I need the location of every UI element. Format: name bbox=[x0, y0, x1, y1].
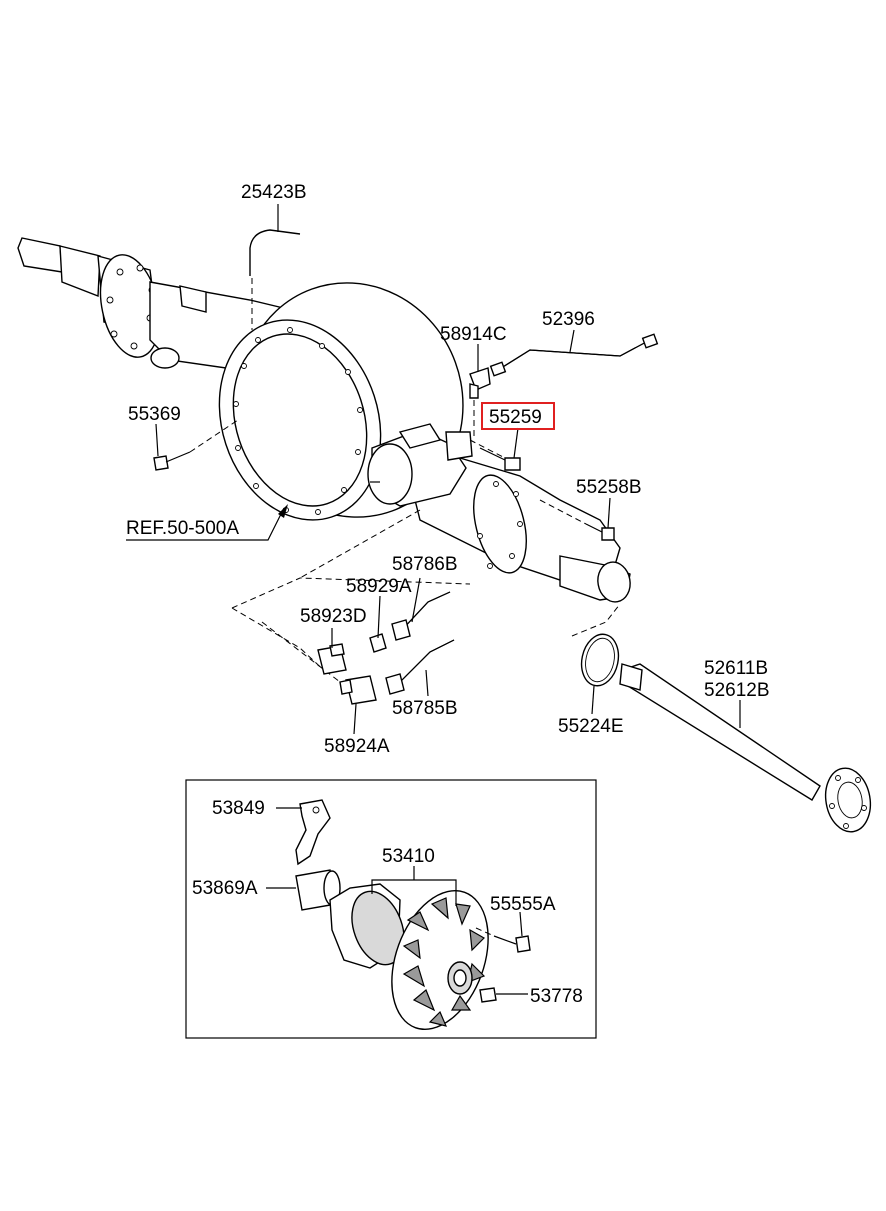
label-52396[interactable]: 52396 bbox=[542, 309, 595, 330]
label-52612b[interactable]: 52612B bbox=[704, 680, 770, 701]
elbow-58923d bbox=[317, 643, 347, 675]
label-58924a[interactable]: 58924A bbox=[324, 736, 390, 757]
differential-assembly bbox=[329, 883, 489, 1031]
elbow-58924a bbox=[339, 675, 377, 705]
label-55555a[interactable]: 55555A bbox=[490, 894, 556, 915]
callout-labels: 25423B 58914C 52396 55259 55369 55258B R… bbox=[126, 182, 770, 1007]
bolt-55259 bbox=[469, 439, 521, 471]
bolt-55258b bbox=[539, 499, 615, 541]
inset-frame bbox=[185, 779, 597, 1039]
locker-actuator bbox=[367, 423, 473, 507]
right-flange-bolt-holes bbox=[477, 481, 523, 569]
label-58786b[interactable]: 58786B bbox=[392, 554, 458, 575]
label-53869a[interactable]: 53869A bbox=[192, 878, 258, 899]
label-55258b[interactable]: 55258B bbox=[576, 477, 642, 498]
label-ref-50-500a[interactable]: REF.50-500A bbox=[126, 518, 239, 539]
axle-shaft bbox=[619, 663, 872, 833]
label-55224e[interactable]: 55224E bbox=[558, 716, 624, 737]
leader-lines bbox=[126, 204, 741, 995]
label-53410[interactable]: 53410 bbox=[382, 846, 435, 867]
vent-hose bbox=[249, 229, 301, 330]
vacuum-tube bbox=[489, 333, 659, 377]
elbow-fitting bbox=[469, 367, 491, 440]
shift-fork bbox=[295, 799, 331, 866]
ring-gear-teeth bbox=[402, 897, 486, 1027]
seal-ring bbox=[571, 603, 621, 687]
label-55369[interactable]: 55369 bbox=[128, 404, 181, 425]
bolt-55369 bbox=[153, 419, 239, 471]
plug-53778 bbox=[479, 987, 497, 1003]
label-53849[interactable]: 53849 bbox=[212, 798, 265, 819]
label-25423b[interactable]: 25423B bbox=[241, 182, 307, 203]
label-53778[interactable]: 53778 bbox=[530, 986, 583, 1007]
label-58923d[interactable]: 58923D bbox=[300, 606, 367, 627]
hose-58786b bbox=[391, 591, 451, 641]
bolt-55555a bbox=[475, 927, 531, 953]
label-58929a[interactable]: 58929A bbox=[346, 576, 412, 597]
hose-58785b bbox=[385, 639, 455, 695]
label-55259[interactable]: 55259 bbox=[489, 407, 542, 428]
label-52611b[interactable]: 52611B bbox=[704, 658, 768, 679]
highlight-box-55259 bbox=[481, 402, 555, 430]
label-58914c[interactable]: 58914C bbox=[440, 324, 507, 345]
label-58785b[interactable]: 58785B bbox=[392, 698, 458, 719]
